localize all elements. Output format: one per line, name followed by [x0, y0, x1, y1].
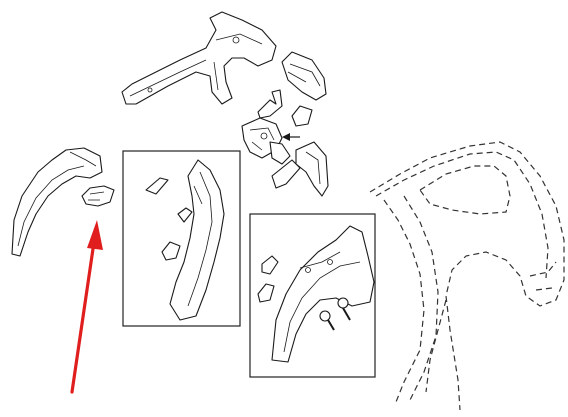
fastener-screw: [319, 310, 335, 331]
callout-arrow: [282, 133, 300, 141]
inset-wheelhouse-assembly: [249, 213, 376, 378]
center-bracket-assembly: [241, 117, 291, 165]
small-wheelhouse-bracket: [81, 185, 115, 207]
inner-wheelhouse-arch: [11, 147, 103, 257]
upper-pillar-reinforcement: [121, 11, 277, 105]
vehicle-body-outline: [369, 141, 565, 411]
highlight-arrow: [70, 220, 103, 394]
small-clip: [257, 89, 283, 119]
inset-rear-pillar-inner: [122, 150, 241, 327]
corner-gusset: [271, 141, 329, 197]
small-brace: [291, 105, 313, 127]
fastener-bolt: [337, 297, 351, 321]
roof-rail-bracket: [281, 51, 327, 101]
